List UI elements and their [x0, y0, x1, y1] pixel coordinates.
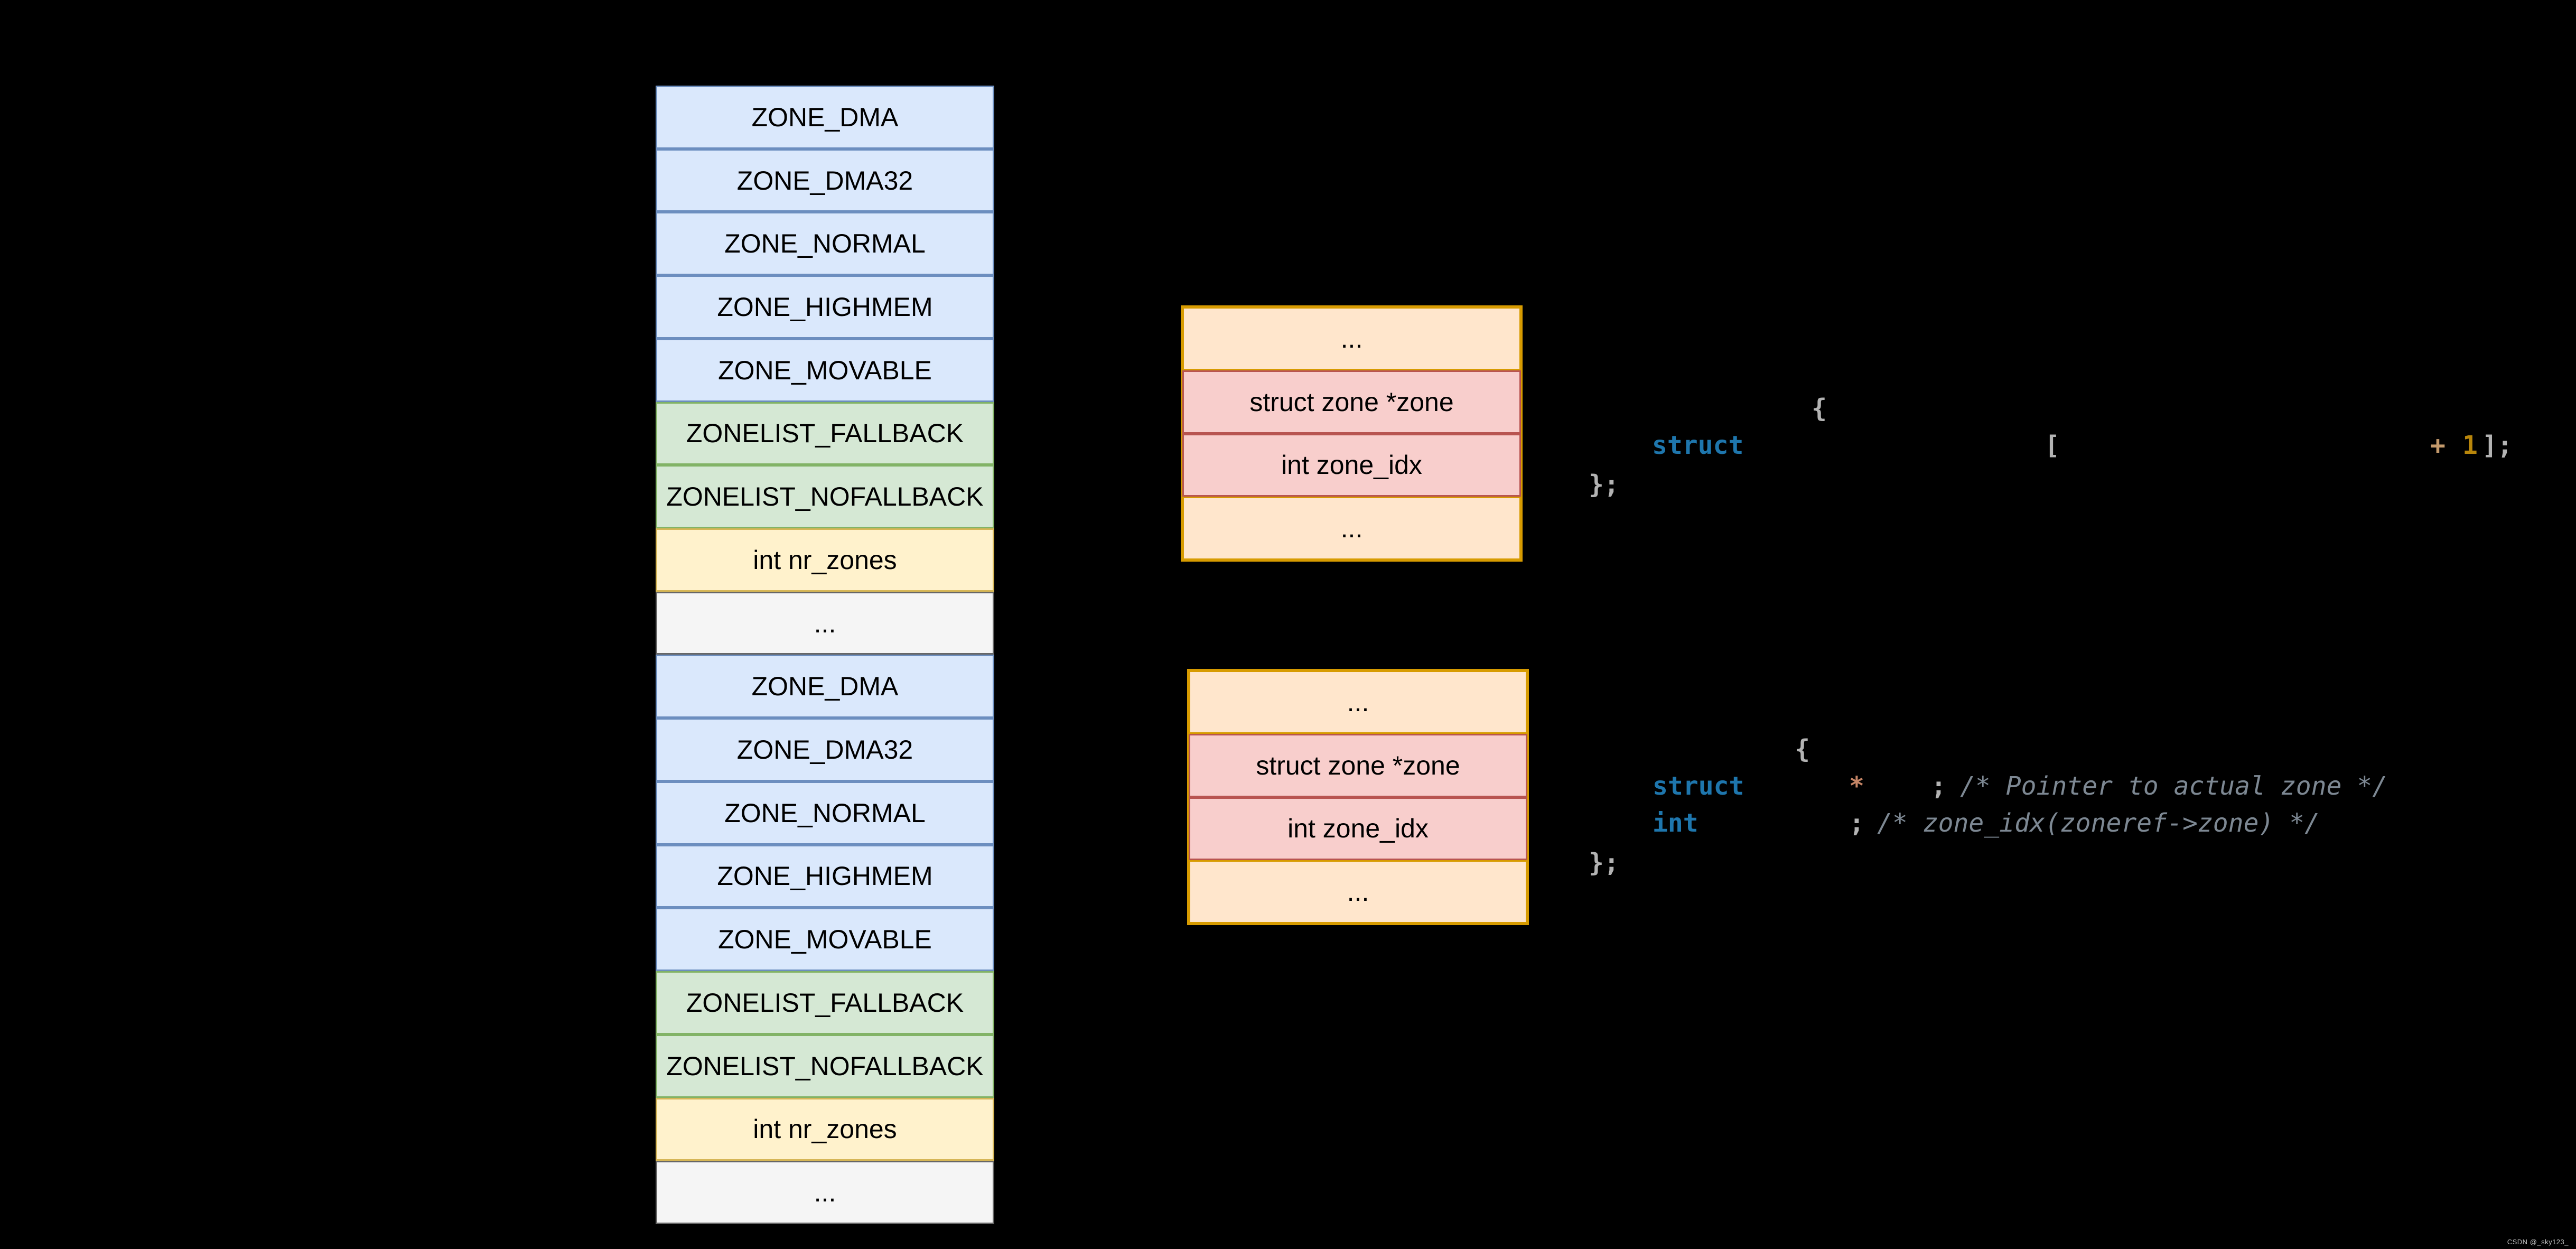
- row-label: ZONE_DMA32: [736, 165, 913, 195]
- row-label: ZONE_DMA: [751, 102, 899, 132]
- zoneref-stack-1: ... struct zone *zone int zone_idx...: [1181, 305, 1523, 562]
- code-token-kw: struct: [1652, 431, 1744, 460]
- code-token-comment: /* zone_idx(zoneref->zone) */: [1877, 808, 2320, 838]
- table-row: ZONE_MOVABLE: [656, 908, 994, 972]
- code-token-punct: };: [1589, 470, 1619, 499]
- row-label: ...: [1347, 877, 1369, 907]
- row-label: ...: [814, 1178, 836, 1208]
- zoneref-stack-2: ... struct zone *zone int zone_idx...: [1187, 669, 1529, 925]
- row-label: ZONE_MOVABLE: [718, 355, 932, 385]
- row-label: ZONELIST_FALLBACK: [686, 418, 964, 449]
- table-row: struct zone *zone: [1189, 733, 1527, 797]
- row-label: ZONE_NORMAL: [724, 798, 926, 828]
- table-row: ...: [656, 1161, 994, 1224]
- table-row: ZONE_DMA: [656, 86, 994, 149]
- row-label: ...: [1340, 323, 1363, 353]
- row-label: int nr_zones: [753, 1114, 897, 1144]
- row-label: int zone_idx: [1287, 814, 1429, 844]
- code-token-punct: ];: [2482, 431, 2513, 460]
- row-label: struct zone *zone: [1256, 750, 1460, 780]
- table-row: int zone_idx: [1189, 797, 1527, 861]
- code-token-kw: struct: [1653, 771, 1744, 801]
- table-row: int nr_zones: [656, 1097, 994, 1161]
- row-label: ...: [1340, 514, 1363, 544]
- table-row: ZONELIST_FALLBACK: [656, 402, 994, 465]
- row-label: ZONE_HIGHMEM: [717, 292, 933, 322]
- table-row: ZONE_MOVABLE: [656, 338, 994, 402]
- table-row: ...: [656, 591, 994, 655]
- code-token-num: 1: [2462, 431, 2478, 460]
- watermark: CSDN @_sky123_: [2507, 1238, 2569, 1246]
- table-row: int nr_zones: [656, 528, 994, 592]
- row-label: ZONE_DMA: [751, 672, 899, 702]
- table-row: ...: [1189, 860, 1527, 924]
- row-label: ZONELIST_NOFALLBACK: [666, 1051, 984, 1081]
- row-label: ...: [1347, 687, 1369, 717]
- code-token-punct: ;: [1849, 808, 1864, 838]
- table-row: ...: [1189, 670, 1527, 734]
- row-label: int zone_idx: [1281, 450, 1422, 480]
- row-label: ZONE_DMA32: [736, 735, 913, 765]
- table-row: ZONE_NORMAL: [656, 781, 994, 845]
- code-token-punct: };: [1589, 848, 1619, 878]
- code-token-kw: int: [1653, 808, 1698, 838]
- code-token-punct: {: [1812, 394, 1827, 423]
- table-row: ZONELIST_NOFALLBACK: [656, 1034, 994, 1098]
- table-row: ...: [1182, 497, 1521, 560]
- table-row: ZONE_DMA32: [656, 718, 994, 781]
- table-row: ZONELIST_NOFALLBACK: [656, 465, 994, 529]
- code-token-star: *: [1849, 771, 1864, 801]
- code-token-punct: {: [1795, 734, 1810, 764]
- code-token-comment: /* Pointer to actual zone */: [1960, 771, 2388, 801]
- row-label: int nr_zones: [753, 545, 897, 575]
- table-row: ZONE_DMA: [656, 655, 994, 719]
- row-label: ZONE_NORMAL: [724, 229, 926, 259]
- table-row: ZONELIST_FALLBACK: [656, 971, 994, 1034]
- table-row: ...: [1182, 307, 1521, 370]
- row-label: ...: [814, 608, 836, 638]
- row-label: ZONE_HIGHMEM: [717, 861, 933, 891]
- table-row: ZONE_HIGHMEM: [656, 844, 994, 908]
- code-token-plus: +: [2430, 431, 2446, 460]
- row-label: ZONELIST_NOFALLBACK: [666, 482, 984, 512]
- table-row: ZONE_HIGHMEM: [656, 275, 994, 339]
- table-row: ZONE_NORMAL: [656, 212, 994, 276]
- code-token-punct: [: [2045, 431, 2060, 460]
- row-label: ZONELIST_FALLBACK: [686, 987, 964, 1018]
- table-row: struct zone *zone: [1182, 370, 1521, 434]
- row-label: ZONE_MOVABLE: [718, 925, 932, 955]
- code-token-punct: ;: [1931, 771, 1946, 801]
- row-label: struct zone *zone: [1249, 387, 1454, 417]
- table-row: ZONE_DMA32: [656, 148, 994, 212]
- table-row: int zone_idx: [1182, 433, 1521, 497]
